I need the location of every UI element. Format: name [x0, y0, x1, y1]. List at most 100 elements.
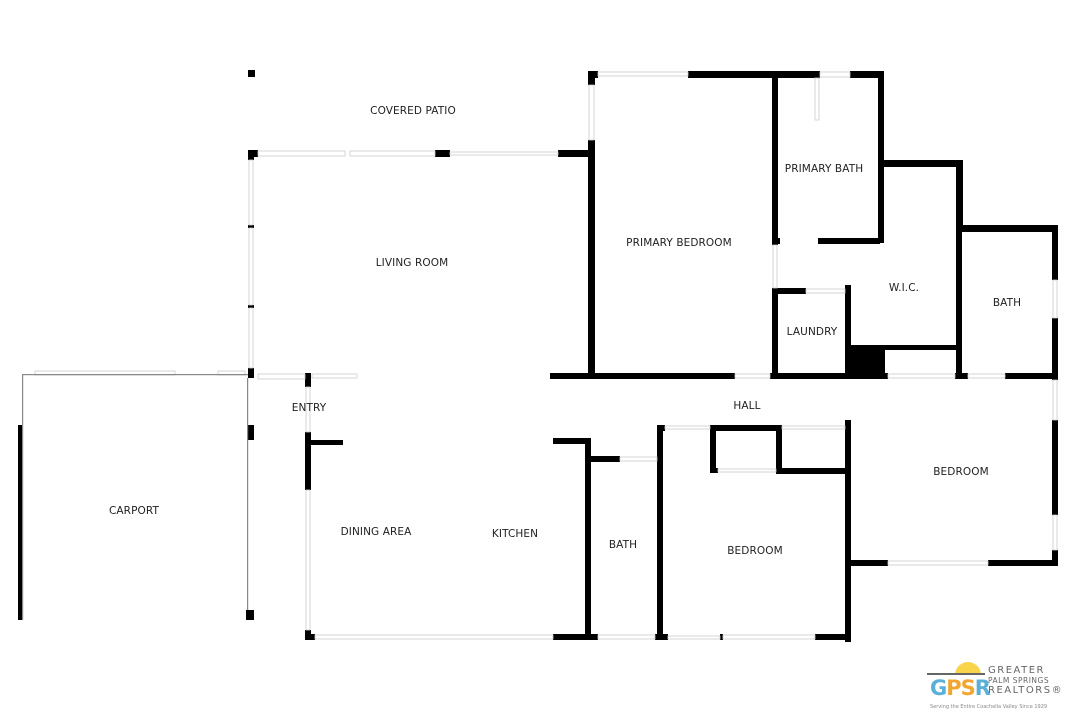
sun-icon: [955, 662, 981, 675]
window: [734, 373, 771, 379]
roof-icon: [927, 673, 985, 675]
window: [305, 386, 311, 433]
room-label-hall: HALL: [733, 400, 761, 412]
wall-segment: [1005, 373, 1058, 379]
wall-segment: [18, 425, 22, 620]
window: [667, 635, 721, 640]
wall-segment: [248, 225, 254, 228]
wall-segment: [772, 238, 780, 244]
wall-segment: [550, 373, 735, 379]
logo-name: GREATER PALM SPRINGS REALTORS®: [988, 666, 1063, 696]
window: [619, 456, 658, 462]
window: [664, 425, 711, 430]
window: [311, 373, 358, 379]
window: [449, 151, 559, 156]
wall-segment: [435, 150, 450, 157]
wall-segment: [770, 373, 888, 379]
wall-segment: [585, 438, 591, 640]
wall-segment: [956, 230, 962, 378]
window: [1052, 514, 1058, 551]
room-label-bedroom-east: BEDROOM: [933, 466, 989, 478]
logo-line1: GREATER: [988, 665, 1045, 676]
window: [248, 159, 254, 226]
wall-segment: [1052, 318, 1058, 380]
wall-segment: [248, 70, 255, 77]
wall-segment: [885, 345, 958, 350]
room-label-bath-south: BATH: [608, 539, 638, 551]
room-label-wic: W.I.C.: [888, 282, 920, 294]
room-label-primary-bedroom: PRIMARY BEDROOM: [626, 237, 732, 249]
window: [349, 150, 436, 157]
window: [257, 373, 306, 380]
wall-segment: [246, 610, 254, 620]
window: [597, 634, 656, 640]
window: [248, 307, 254, 369]
wall-segment: [553, 438, 591, 444]
room-label-dining-area: DINING AREA: [340, 526, 412, 538]
wall-segment: [710, 468, 718, 473]
room-label-living-room: LIVING ROOM: [375, 257, 449, 269]
wall-segment: [878, 160, 962, 167]
window: [781, 425, 846, 430]
window: [1052, 379, 1058, 421]
logo-acronym: GPSR: [930, 676, 991, 700]
wall-segment: [588, 71, 595, 85]
room-label-entry: ENTRY: [291, 402, 327, 414]
room-label-covered-patio: COVERED PATIO: [370, 105, 456, 117]
wall-segment: [772, 288, 778, 378]
wall-segment: [305, 440, 343, 445]
wall-segment: [818, 238, 880, 244]
wall-segment: [688, 71, 820, 78]
wall-segment: [553, 634, 598, 640]
window: [887, 560, 989, 566]
window: [967, 373, 1006, 379]
wall-segment: [248, 305, 254, 308]
carport-outline: [247, 378, 249, 610]
wall-segment: [815, 634, 850, 640]
wall-segment: [955, 373, 968, 379]
wall-segment: [1052, 550, 1058, 566]
wall-segment: [878, 71, 884, 243]
wall-segment: [848, 560, 888, 566]
wall-segment: [657, 425, 665, 431]
logo-line2: PALM SPRINGS: [988, 676, 1050, 685]
window: [588, 84, 595, 141]
wall-segment: [772, 288, 806, 294]
window: [814, 77, 820, 121]
wall-segment: [305, 432, 311, 490]
wall-segment: [248, 425, 254, 440]
gpsr-logo: GPSR GREATER PALM SPRINGS REALTORS® Serv…: [925, 660, 1075, 716]
wall-segment: [848, 345, 885, 378]
wall-segment: [590, 456, 620, 462]
window: [305, 489, 311, 631]
wall-segment: [588, 140, 595, 377]
wall-segment: [248, 368, 254, 378]
wall-segment: [558, 150, 590, 157]
wall-segment: [1052, 420, 1058, 515]
wall-segment: [305, 373, 311, 387]
room-label-laundry: LAUNDRY: [786, 326, 838, 338]
window: [717, 468, 777, 473]
wall-segment: [776, 468, 848, 474]
wall-segment: [657, 425, 663, 640]
carport-outline: [22, 375, 24, 620]
window: [248, 227, 254, 306]
wall-segment: [845, 420, 851, 642]
carport-outline: [22, 374, 248, 376]
wall-segment: [988, 560, 1058, 566]
window: [805, 288, 846, 294]
wall-segment: [1052, 225, 1058, 280]
logo-line3: REALTORS®: [988, 685, 1064, 696]
wall-segment: [772, 78, 778, 245]
window: [772, 244, 778, 289]
wall-segment: [248, 150, 254, 160]
room-label-primary-bath: PRIMARY BATH: [784, 163, 864, 175]
wall-segment: [956, 225, 1058, 232]
wall-segment: [845, 285, 851, 378]
wall-segment: [710, 425, 716, 473]
window: [314, 634, 554, 640]
window: [1052, 279, 1058, 319]
room-label-bath-east: BATH: [992, 297, 1022, 309]
wall-segment: [655, 634, 668, 640]
